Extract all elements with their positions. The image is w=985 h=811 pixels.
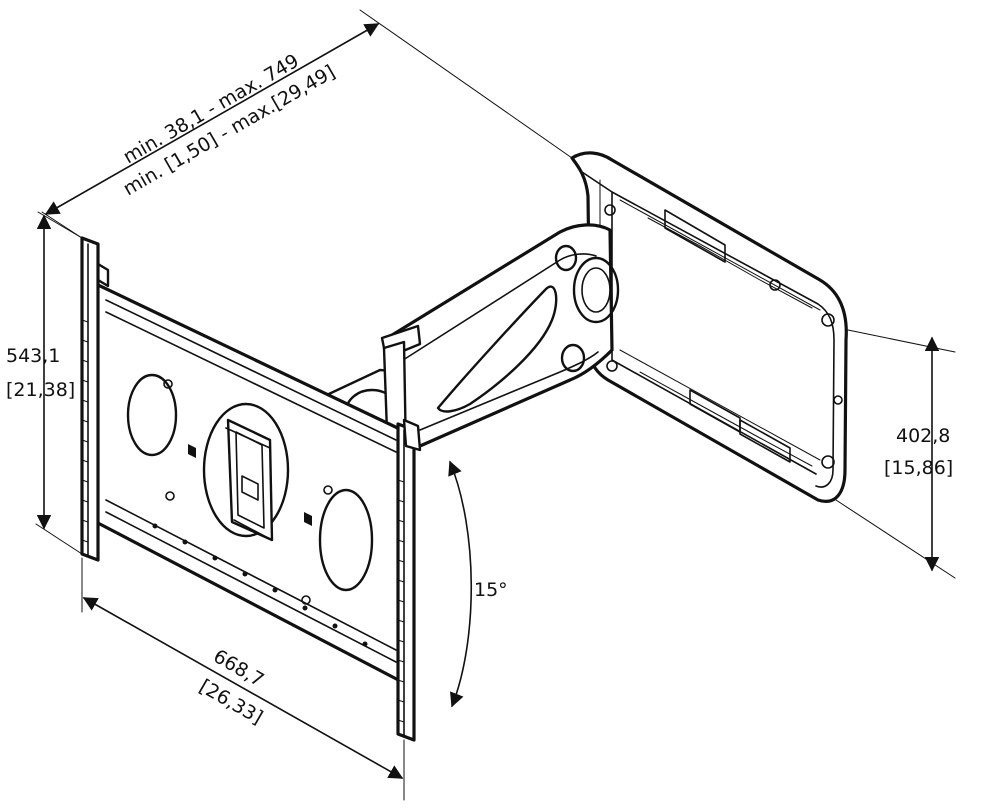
arm-height-imperial: [15,86] [884,457,953,479]
arm-height-dimension [835,329,956,579]
arm-height-value: 402,8 [896,425,950,447]
wall-height-dimension [35,211,83,555]
display-plate [80,236,422,742]
plate-width-dimension [81,557,405,801]
extension-dimension [41,9,573,239]
wall-height-imperial: [21,38] [6,379,75,401]
wall-height-value: 543,1 [6,345,60,367]
tilt-dimension [448,460,473,708]
left-rail-teeth [81,319,89,543]
tilt-value: 15° [474,579,508,601]
